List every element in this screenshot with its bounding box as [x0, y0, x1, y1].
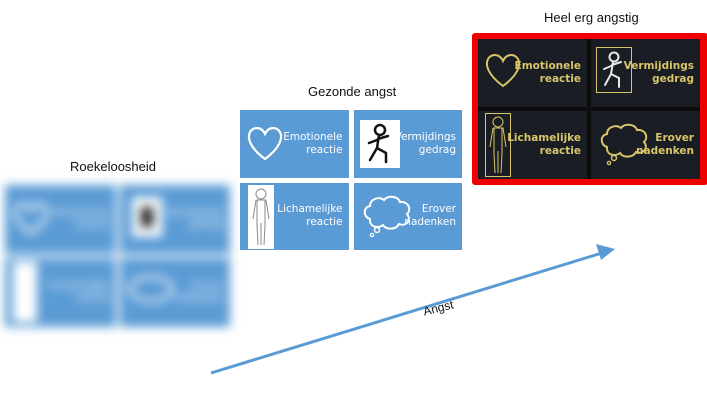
thought-cloud-icon — [363, 195, 410, 237]
human-body-icon — [248, 184, 274, 249]
thought-cloud-icon — [128, 275, 173, 303]
heading-heel-erg-angstig: Heel erg angstig — [544, 10, 639, 25]
heart-icon — [247, 127, 283, 161]
heading-gezonde-angst: Gezonde angst — [308, 84, 397, 99]
heart-icon — [485, 54, 521, 88]
human-body-icon — [13, 262, 37, 322]
heading-roekeloosheid: Roekeloosheid — [70, 159, 157, 174]
running-figure-icon — [131, 197, 162, 237]
running-figure-icon — [596, 47, 632, 93]
thought-cloud-icon — [600, 123, 648, 166]
running-figure-icon — [359, 120, 400, 168]
heart-icon — [13, 202, 49, 235]
human-body-icon — [485, 113, 511, 177]
arrow-label: Angst — [421, 297, 455, 319]
